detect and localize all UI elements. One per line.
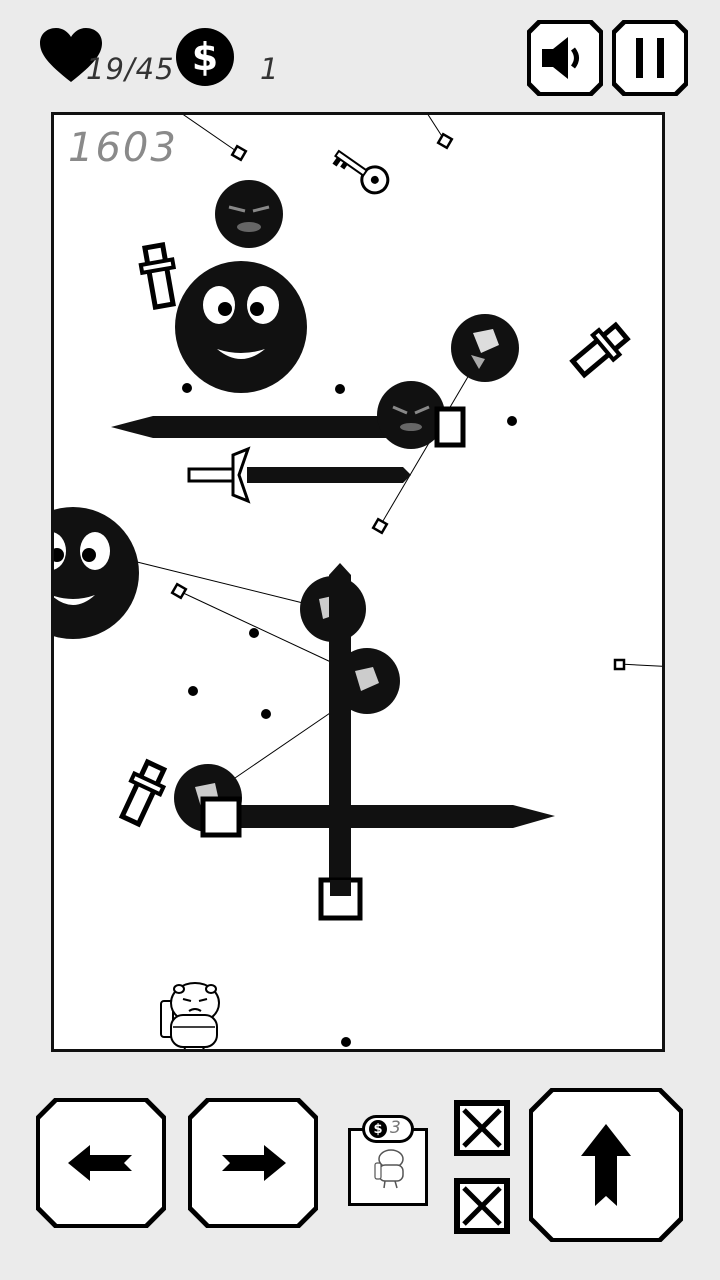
anchor-node [613, 658, 626, 671]
smiling-ball-enemy [54, 507, 139, 639]
lives-counter: 19/45 [86, 52, 175, 86]
sound-button[interactable] [527, 20, 603, 96]
dot [261, 709, 271, 719]
dot [249, 628, 259, 638]
play-field: 1603 [51, 112, 665, 1052]
arrow-up-icon [581, 1124, 631, 1206]
pixel-blade-enemy [118, 758, 168, 828]
thread [234, 710, 334, 779]
dot [182, 383, 192, 393]
coin-counter: 1 [260, 52, 279, 86]
game-scene [54, 115, 662, 1049]
player-thumbnail-icon [374, 1149, 404, 1189]
long-blade-hazard [174, 764, 555, 838]
jump-button[interactable] [529, 1088, 683, 1242]
smiling-ball-enemy [175, 261, 307, 393]
anchor-node [436, 132, 454, 150]
anchor-node [230, 144, 248, 162]
long-blade-hazard [111, 381, 466, 449]
thread [618, 663, 662, 667]
score: 1603 [68, 125, 178, 171]
pause-icon [636, 38, 664, 78]
thread [379, 374, 470, 527]
dot [341, 1037, 351, 1047]
item-slot-2[interactable] [454, 1178, 510, 1234]
dot [188, 686, 198, 696]
sword-hazard [187, 446, 411, 504]
player-character [160, 982, 220, 1049]
shop-price-badge: $ 3 [362, 1115, 414, 1143]
move-right-button[interactable] [188, 1098, 318, 1228]
arrow-left-icon [68, 1145, 132, 1181]
crystal-ball-enemy [451, 314, 519, 382]
item-slot-1[interactable] [454, 1100, 510, 1156]
dollar-coin-icon: $ [176, 28, 234, 86]
anchor-node [371, 517, 389, 535]
angry-ball-enemy [215, 180, 283, 248]
long-blade-hazard [318, 563, 363, 921]
dot [335, 384, 345, 394]
arrow-right-icon [222, 1145, 286, 1181]
move-left-button[interactable] [36, 1098, 166, 1228]
anchor-node [170, 582, 188, 600]
heart-icon [40, 28, 102, 82]
pause-button[interactable] [612, 20, 688, 96]
thread [178, 590, 334, 664]
pixel-blade-enemy [138, 241, 177, 311]
thread [132, 560, 304, 604]
thread [183, 115, 240, 154]
dot [507, 416, 517, 426]
shop-price: 3 [390, 1118, 401, 1138]
key-icon [332, 149, 390, 195]
pixel-blade-enemy [569, 321, 631, 379]
empty-slot-icon [462, 1186, 502, 1226]
dollar-coin-icon: $ [369, 1120, 387, 1138]
speaker-icon [542, 37, 579, 79]
hud: 19/45 $ 1 [0, 0, 720, 105]
empty-slot-icon [462, 1108, 502, 1148]
